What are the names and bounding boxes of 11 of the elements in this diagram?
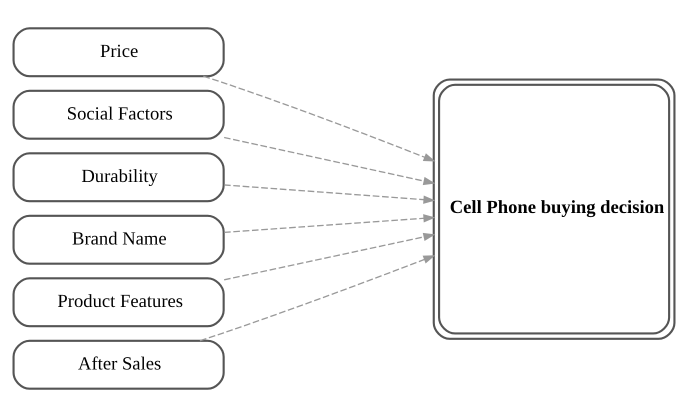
- node-box: Social Factors: [12, 90, 225, 140]
- arrow: [224, 136, 436, 186]
- node-box: Price: [12, 27, 225, 78]
- arrow: [224, 184, 436, 204]
- arrow: [224, 232, 436, 280]
- node-box: After Sales: [12, 340, 225, 390]
- arrow: [224, 214, 436, 234]
- node-box: Brand Name: [12, 214, 225, 265]
- node-box: Cell Phone buying decision: [432, 78, 676, 340]
- node-box: Product Features: [12, 277, 225, 328]
- node-box: Durability: [12, 152, 225, 202]
